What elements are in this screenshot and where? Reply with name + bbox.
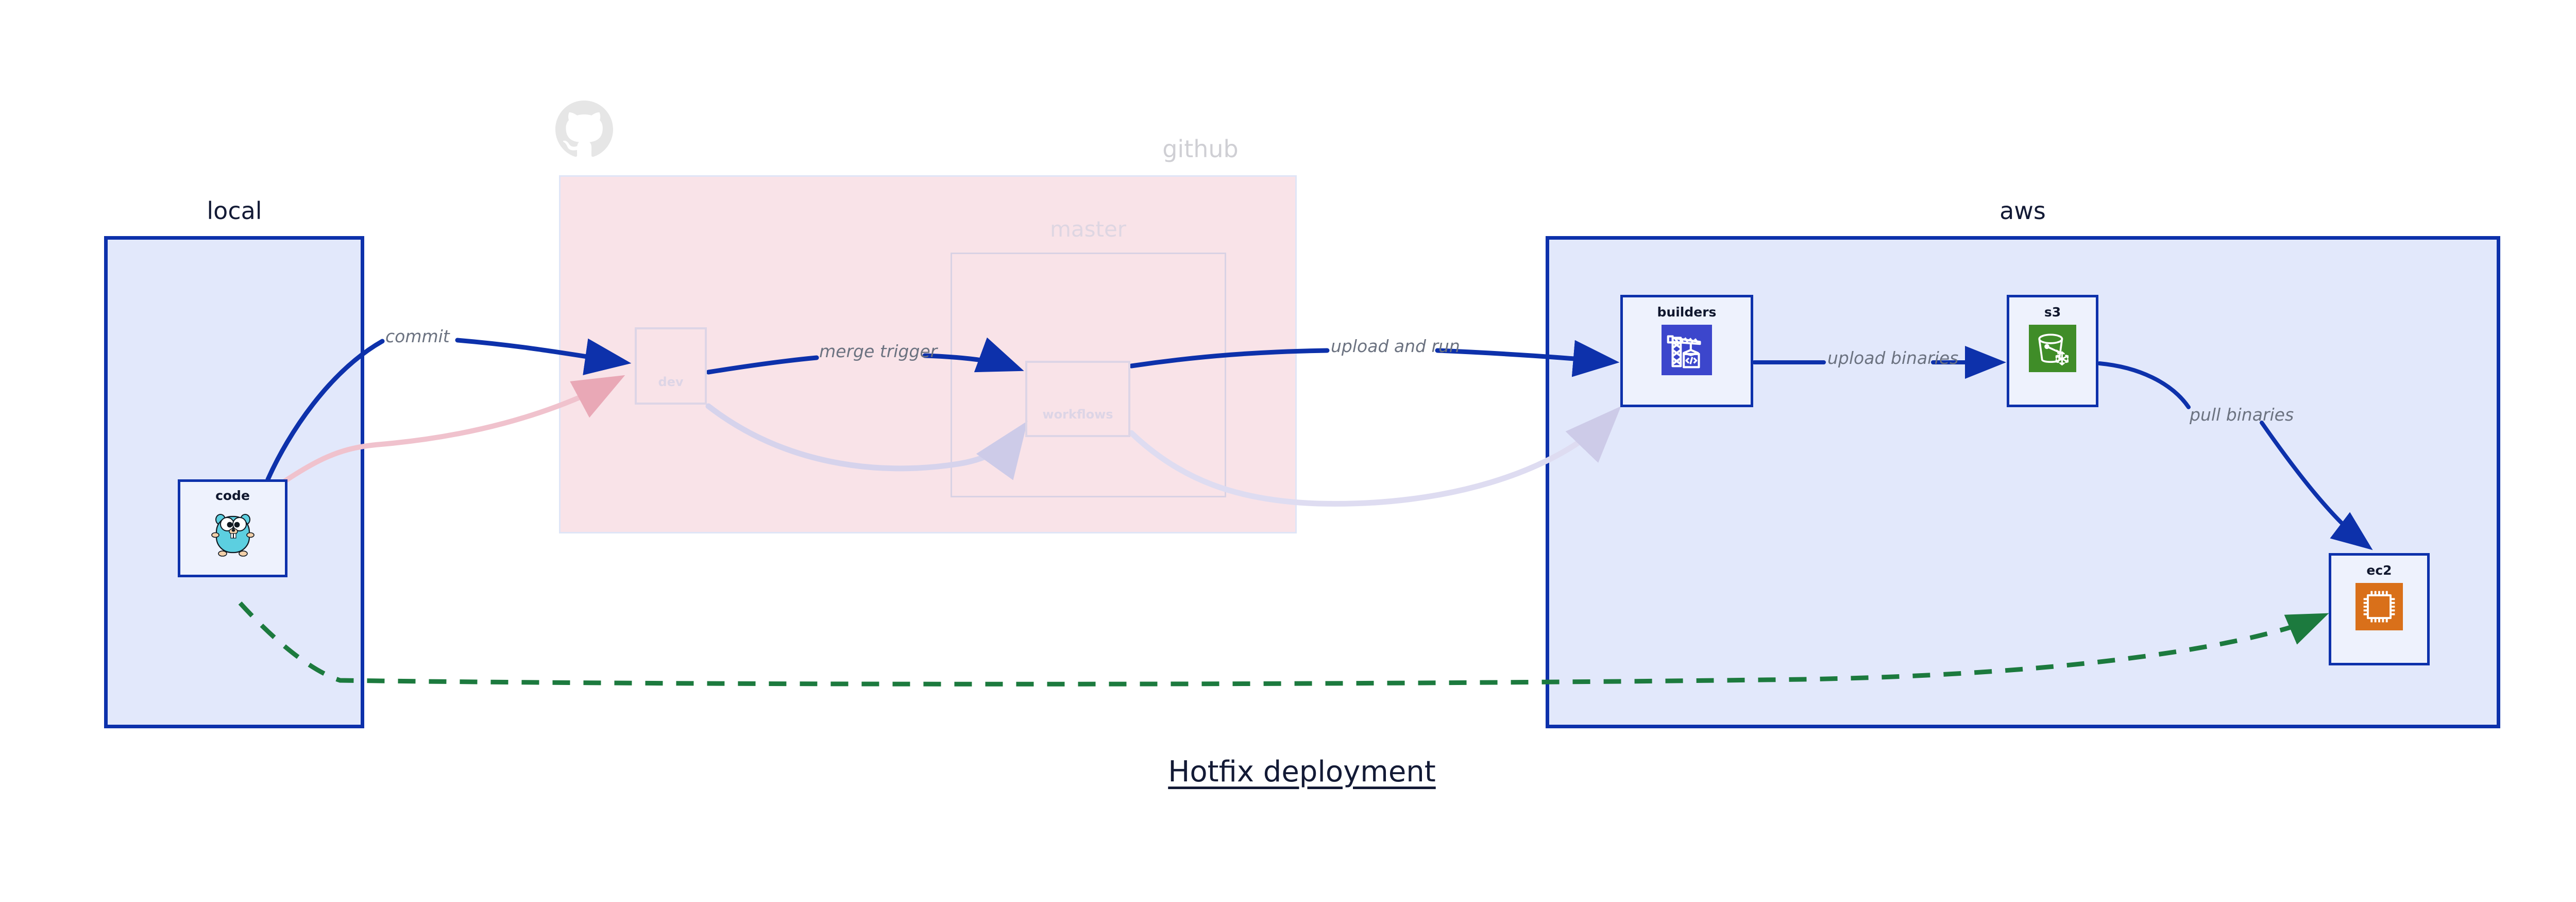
aws-s3-bucket-glacier-icon (2029, 325, 2076, 374)
group-label-github: github (1162, 135, 1239, 163)
group-label-master: master (1049, 216, 1127, 242)
diagram-title: Hotfix deployment (1168, 755, 1436, 789)
github-logo-icon (555, 101, 613, 158)
node-label-code: code (215, 488, 250, 503)
go-gopher-icon (211, 508, 255, 560)
node-label-builders: builders (1657, 305, 1717, 320)
group-master (951, 253, 1226, 497)
edge-label-merge-trigger: merge trigger (819, 341, 938, 361)
node-label-s3: s3 (2044, 305, 2061, 320)
edge-label-upload-binaries: upload binaries (1827, 348, 1959, 368)
edge-label-commit: commit (385, 326, 450, 346)
node-ec2[interactable]: ec2 (2329, 553, 2430, 665)
node-label-ec2: ec2 (2366, 563, 2392, 578)
aws-ec2-chip-icon (2355, 583, 2403, 632)
node-workflows[interactable]: workflows (1025, 361, 1130, 437)
group-label-local: local (207, 197, 262, 225)
group-label-aws: aws (1999, 197, 2046, 225)
node-builders[interactable]: builders (1620, 295, 1753, 407)
edge-label-pull-binaries: pull binaries (2190, 405, 2294, 425)
aws-codebuild-crane-icon (1662, 325, 1712, 377)
node-dev[interactable]: dev (635, 327, 707, 405)
edge-label-upload-and-run: upload and run (1331, 336, 1460, 356)
node-label-dev: dev (658, 375, 684, 389)
node-code[interactable]: code (178, 479, 287, 577)
node-label-workflows: workflows (1042, 407, 1113, 422)
node-s3[interactable]: s3 (2007, 295, 2098, 407)
